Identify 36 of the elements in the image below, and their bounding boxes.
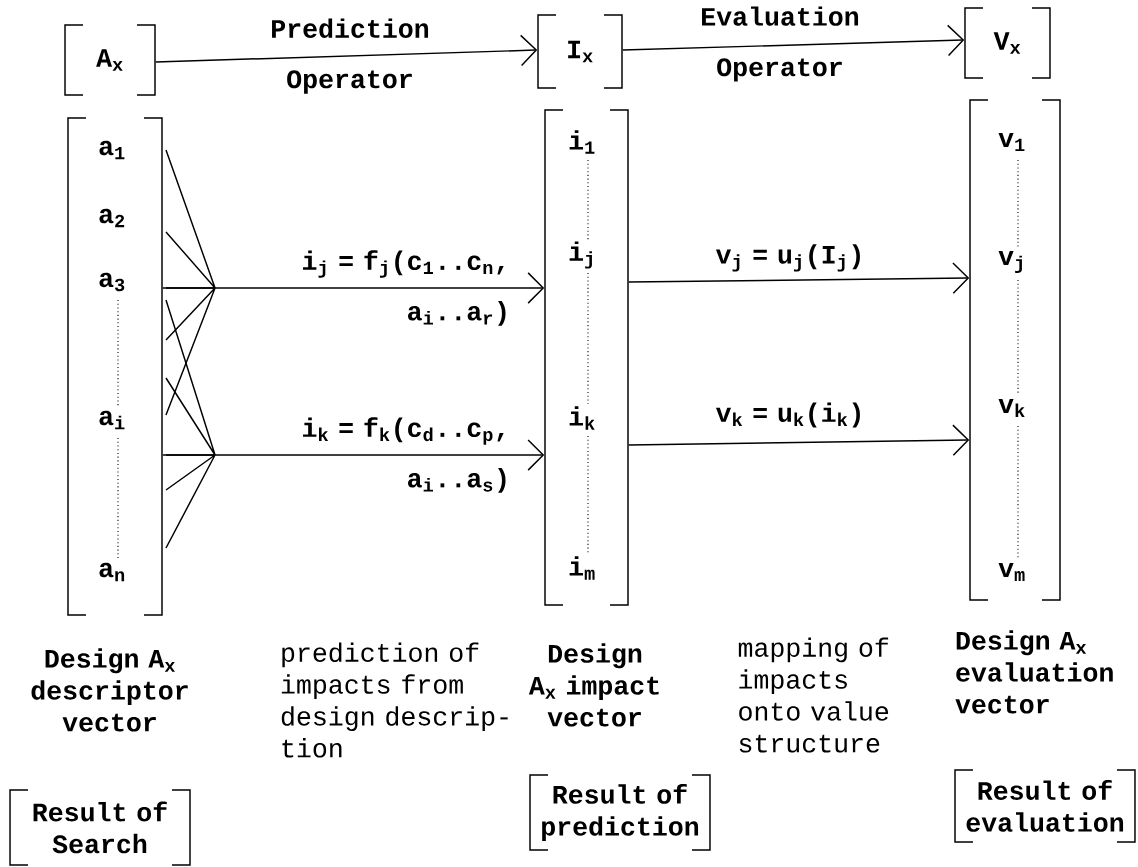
node-label: Design A$_{x}$ evaluation vector — [955, 630, 1113, 714]
edge-label: i$_{j}$ = f$_{j}$(c$_{1}$..c$_{n}$, a$_{i}$..a$_{r}$) — [303, 250, 506, 326]
arrow — [162, 439, 545, 471]
note-text: prediction of impacts from design descrip-tion — [281, 642, 508, 758]
bracket-box: I$_{x}$ — [537, 14, 623, 89]
vector-element: v$_{k}$ — [998, 398, 1025, 418]
vector-element: v$_{m}$ — [998, 562, 1025, 582]
vector-element: v$_{1}$ — [998, 132, 1025, 152]
vector-element: v$_{j}$ — [998, 251, 1022, 273]
bracket-box: Result of evaluation — [954, 769, 1136, 843]
node-label: Design A$_{x}$ descriptor vector — [31, 648, 188, 732]
vector-element: i$_{j}$ — [569, 241, 592, 269]
arrow — [628, 262, 970, 295]
bracket-box: A$_{x}$ — [64, 24, 156, 96]
bracket-box: V$_{x}$ — [964, 7, 1051, 79]
vector-element: a$_{3}$ — [99, 272, 125, 292]
note-text: mapping of impacts onto value structure — [738, 637, 889, 753]
vector-element: i$_{k}$ — [569, 406, 595, 430]
vector-element: a$_{n}$ — [99, 562, 125, 582]
edge-label: v$_{k}$ = u$_{k}$(i$_{k}$) — [715, 402, 860, 428]
bracket-box: Result of Search — [9, 789, 191, 866]
arrow — [628, 424, 970, 457]
edge-label: i$_{k}$ = f$_{k}$(c$_{d}$..c$_{p}$, a$_{i}$..a$_{s}$) — [303, 417, 506, 493]
edge-label: Prediction Operator — [272, 18, 429, 94]
vector-element: a$_{i}$ — [99, 410, 125, 430]
arrow — [622, 24, 965, 57]
node-label: Design A$_{x}$ impact vector — [528, 643, 659, 727]
vector-element: i$_{1}$ — [569, 130, 595, 154]
edge-label: v$_{j}$ = u$_{j}$(I$_{j}$) — [715, 244, 860, 272]
bracket-box: Result of prediction — [529, 774, 711, 851]
vector-element: i$_{m}$ — [569, 556, 595, 580]
arrow — [155, 34, 538, 67]
edge-label: Evaluation Operator — [702, 6, 859, 82]
vector-element: a$_{2}$ — [99, 208, 125, 228]
vector-element: a$_{1}$ — [99, 140, 125, 160]
arrow — [162, 272, 545, 304]
